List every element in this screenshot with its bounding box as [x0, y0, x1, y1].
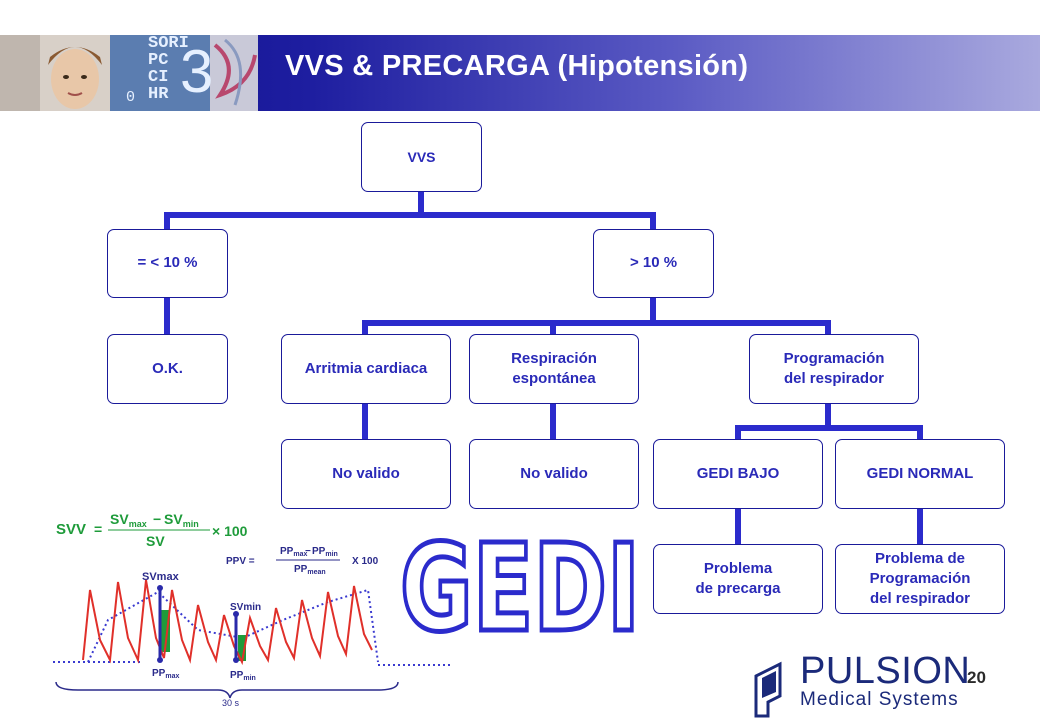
node-programacion: Programación del respirador: [749, 334, 919, 404]
pp-min-term: PPmin: [312, 546, 338, 558]
node-gedi-normal: GEDI NORMAL: [835, 439, 1005, 509]
pulsion-logo-icon: [754, 661, 782, 718]
node-gedi-bajo: GEDI BAJO: [653, 439, 823, 509]
node-respiracion: Respiración espontánea: [469, 334, 639, 404]
logo-brand: PULSION: [800, 650, 971, 692]
node-ok: O.K.: [107, 334, 228, 404]
pp-mean-term: PPmean: [294, 564, 326, 576]
ppmin-label: PPmin: [230, 670, 256, 682]
node-high: > 10 %: [593, 229, 714, 298]
monitor-label: CI: [148, 68, 169, 87]
duration-label: 30 s: [222, 698, 240, 708]
node-low: = < 10 %: [107, 229, 228, 298]
node-vvs: VVS: [361, 122, 482, 192]
monitor-labels: SORI PC CI HR: [148, 35, 189, 103]
svmin-label: SVmin: [230, 602, 261, 613]
pp-max-term: PPmax: [280, 546, 307, 558]
header-photo: SORI PC CI HR 3 0: [0, 35, 258, 111]
ppv-minus: −: [305, 546, 311, 557]
ppv-x100: X 100: [352, 556, 379, 567]
node-no-valido-2: No valido: [469, 439, 639, 509]
sv-denominator: SV: [146, 533, 165, 549]
node-no-valido-1: No valido: [281, 439, 451, 509]
svv-label: SVV: [56, 521, 86, 538]
svg-text:=: =: [94, 521, 102, 537]
logo-subtitle: Medical Systems: [800, 689, 959, 710]
node-arritmia: Arritmia cardiaca: [281, 334, 451, 404]
monitor-label: SORI: [148, 35, 189, 53]
gedi-word: GEDI: [400, 528, 640, 638]
page-number: 20: [967, 668, 986, 687]
page-title: VVS & PRECARGA (Hipotensión): [285, 50, 749, 82]
nurse-monitor-image: [0, 35, 258, 111]
svv-ppv-figure: SVV = SVmax − SVmin SV × 100 PPV = PPmax…: [53, 511, 453, 708]
ppv-label: PPV =: [226, 556, 255, 567]
monitor-value: 3: [180, 38, 214, 105]
times-100: × 100: [212, 523, 248, 539]
node-problema-precarga: Problema de precarga: [653, 544, 823, 614]
sv-min-term: SVmin: [164, 511, 199, 529]
svmax-label: SVmax: [142, 571, 180, 583]
ppmax-label: PPmax: [152, 668, 179, 680]
monitor-small: 0: [126, 89, 136, 106]
minus-sign: −: [153, 511, 161, 527]
monitor-label: PC: [148, 51, 169, 70]
node-problema-programacion: Problema de Programación del respirador: [835, 544, 1005, 614]
gedi-wordmark: GEDI: [400, 528, 643, 638]
sv-max-term: SVmax: [110, 511, 147, 529]
monitor-label: HR: [148, 85, 169, 104]
